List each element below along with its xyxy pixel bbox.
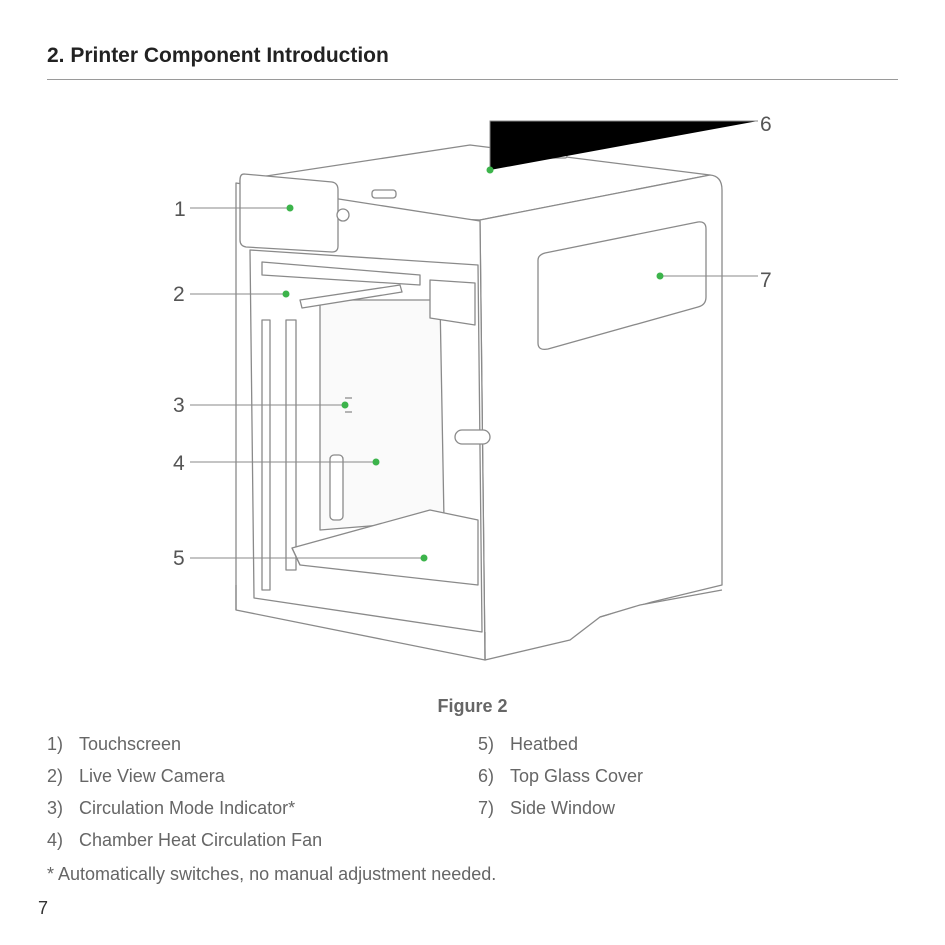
callout-2: 2 — [173, 283, 185, 306]
component-label: Chamber Heat Circulation Fan — [79, 830, 323, 850]
printer-illustration: 1 2 3 4 5 6 7 — [173, 113, 772, 661]
callout-dot-7 — [656, 272, 664, 280]
section-title: 2. Printer Component Introduction — [47, 44, 389, 67]
callout-3: 3 — [173, 394, 185, 417]
component-item: 5) Heatbed — [478, 734, 578, 755]
component-item: 4) Chamber Heat Circulation Fan — [47, 830, 322, 851]
callout-4: 4 — [173, 452, 185, 475]
component-number: 1) — [47, 734, 64, 754]
component-label: Live View Camera — [79, 766, 225, 786]
component-label: Side Window — [510, 798, 616, 818]
component-number: 6) — [478, 766, 495, 786]
component-label: Top Glass Cover — [510, 766, 644, 786]
callout-7: 7 — [760, 269, 772, 292]
callout-dot-5 — [420, 554, 428, 562]
footnote: * Automatically switches, no manual adju… — [47, 864, 497, 884]
component-label: Heatbed — [510, 734, 579, 754]
callout-dot-1 — [286, 204, 294, 212]
component-number: 5) — [478, 734, 495, 754]
component-label: Circulation Mode Indicator* — [79, 798, 296, 818]
component-label: Touchscreen — [79, 734, 182, 754]
callout-dot-3 — [341, 401, 349, 409]
callout-5: 5 — [173, 547, 185, 570]
component-number: 4) — [47, 830, 64, 850]
component-number: 2) — [47, 766, 64, 786]
title-divider — [47, 79, 898, 80]
callout-dot-4 — [372, 458, 380, 466]
callout-1: 1 — [174, 198, 186, 221]
page-number: 7 — [38, 898, 49, 918]
component-item: 7) Side Window — [478, 798, 615, 819]
callout-6: 6 — [760, 113, 772, 136]
component-item: 1) Touchscreen — [47, 734, 181, 755]
component-number: 3) — [47, 798, 64, 818]
component-number: 7) — [478, 798, 495, 818]
component-item: 6) Top Glass Cover — [478, 766, 643, 787]
component-item: 3) Circulation Mode Indicator* — [47, 798, 295, 819]
callout-dot-2 — [282, 290, 290, 298]
component-item: 2) Live View Camera — [47, 766, 225, 787]
figure-caption: Figure 2 — [437, 696, 508, 716]
callout-dot-6 — [486, 166, 494, 174]
